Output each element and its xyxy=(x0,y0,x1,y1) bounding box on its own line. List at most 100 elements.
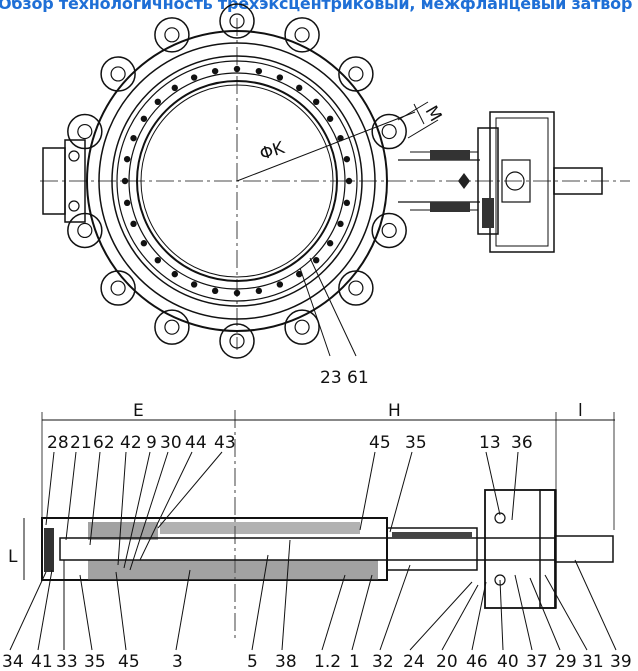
lug-bolt-hole xyxy=(77,222,93,239)
seat-bolt xyxy=(171,270,178,278)
seat-bolt xyxy=(171,84,178,92)
seat-bolt xyxy=(343,199,351,207)
lug-bolt-hole xyxy=(110,280,126,296)
dim-h: H xyxy=(388,401,401,421)
leader-line-bottom xyxy=(529,577,561,651)
mounting-plate xyxy=(539,489,557,609)
leader-line-top xyxy=(117,451,127,566)
callout-28: 28 xyxy=(47,433,69,453)
callout-37: 37 xyxy=(526,652,548,671)
stem-hatch-bottom xyxy=(430,202,470,212)
lug-ear xyxy=(371,113,407,150)
lug-bolt-hole xyxy=(164,319,180,335)
callout-31: 31 xyxy=(582,652,604,671)
leader-line-bottom xyxy=(441,584,479,651)
leader-line-bottom xyxy=(471,581,487,651)
leader-line-top xyxy=(123,451,151,569)
leader-line-bottom xyxy=(351,574,373,651)
callout-30: 30 xyxy=(160,433,182,453)
lug-ear xyxy=(100,270,136,306)
lug-bolt-hole xyxy=(348,66,364,82)
seat-bolt xyxy=(154,256,162,264)
callout-1-2: 1.2 xyxy=(314,652,341,671)
mounting-flange xyxy=(484,489,556,609)
seat-bolt xyxy=(130,220,137,228)
callout-35-bottom: 35 xyxy=(84,652,106,671)
seat-bolt xyxy=(130,134,137,142)
seat-bolt xyxy=(140,115,148,122)
leader-line-bottom xyxy=(115,571,127,651)
body-hatch-lower xyxy=(88,560,378,580)
seat-bolt xyxy=(276,281,284,288)
bonnet xyxy=(386,527,478,571)
callout-62: 62 xyxy=(93,433,115,453)
lug-ear xyxy=(371,212,407,249)
callout-35-top: 35 xyxy=(405,433,427,453)
actuator-shaft-end xyxy=(505,171,525,191)
seat-bolt xyxy=(190,281,198,288)
seat-bolt xyxy=(211,67,219,75)
callout-36: 36 xyxy=(511,433,533,453)
callout-13: 13 xyxy=(479,433,501,453)
actuator-hub xyxy=(501,159,531,203)
leader-line-bottom xyxy=(79,574,93,651)
seat-bolt xyxy=(337,220,344,228)
callout-33: 33 xyxy=(56,652,78,671)
callout-61: 61 xyxy=(347,368,369,388)
seat-bolt xyxy=(326,240,334,247)
worm-gear-hatch xyxy=(482,198,494,228)
callout-40: 40 xyxy=(497,652,519,671)
leader-line-bottom xyxy=(499,579,504,651)
leader-line-bottom xyxy=(175,569,191,651)
seat-bolt xyxy=(121,177,129,185)
m-dim-line-2 xyxy=(407,119,439,139)
seat-bolt xyxy=(255,67,263,75)
leader-line-bottom xyxy=(37,569,53,651)
diameter-leader xyxy=(236,111,416,182)
lug-bolt-hole xyxy=(164,27,180,43)
lug-ear xyxy=(154,309,190,345)
bottom-leaders xyxy=(9,539,617,651)
leader-line-bottom xyxy=(281,539,291,651)
body-hatch-upper-left xyxy=(88,522,158,540)
callout-24: 24 xyxy=(403,652,425,671)
leader-line-bottom xyxy=(251,554,269,651)
leader-line-top xyxy=(89,451,101,546)
callout-5: 5 xyxy=(247,652,258,671)
leader-line-bottom xyxy=(409,581,473,651)
leader-line-top xyxy=(139,451,193,561)
shaft-extension xyxy=(553,167,603,195)
leader-line-top xyxy=(485,451,501,516)
seat-bolt xyxy=(123,155,131,163)
m-dim-arrow xyxy=(413,103,425,125)
callout-32: 32 xyxy=(372,652,394,671)
end-cap xyxy=(44,528,54,572)
seat-bolt xyxy=(345,177,353,185)
front-view: ΦK M 23 61 xyxy=(40,3,630,388)
stem-hatch-top xyxy=(430,150,470,160)
leader-line-top xyxy=(65,451,77,541)
packing-hatch xyxy=(392,532,472,538)
seat-bolt xyxy=(154,98,162,106)
leader-line-top xyxy=(157,451,223,529)
seat-bolt xyxy=(296,84,303,92)
seat-bolt xyxy=(312,98,320,106)
callout-42: 42 xyxy=(120,433,142,453)
callout-3: 3 xyxy=(172,652,183,671)
callout-23: 23 xyxy=(320,368,342,388)
seat-bolt xyxy=(312,256,320,264)
lug-bolt-hole xyxy=(294,27,310,43)
banner-title: Обзор технологичность трехэксцентриковый… xyxy=(0,0,633,12)
seat-bolt xyxy=(276,74,284,81)
lug-ear xyxy=(154,17,190,53)
leader-line-bottom xyxy=(574,559,617,651)
callout-45-top: 45 xyxy=(369,433,391,453)
callout-39: 39 xyxy=(610,652,632,671)
leader-line-top xyxy=(389,451,413,533)
callout-45-bottom: 45 xyxy=(118,652,140,671)
callout-44: 44 xyxy=(185,433,207,453)
m-dim-line-1 xyxy=(397,101,429,121)
callout-1: 1 xyxy=(349,652,360,671)
leader-line-top xyxy=(511,451,519,521)
lug-bolt-hole xyxy=(381,222,397,239)
